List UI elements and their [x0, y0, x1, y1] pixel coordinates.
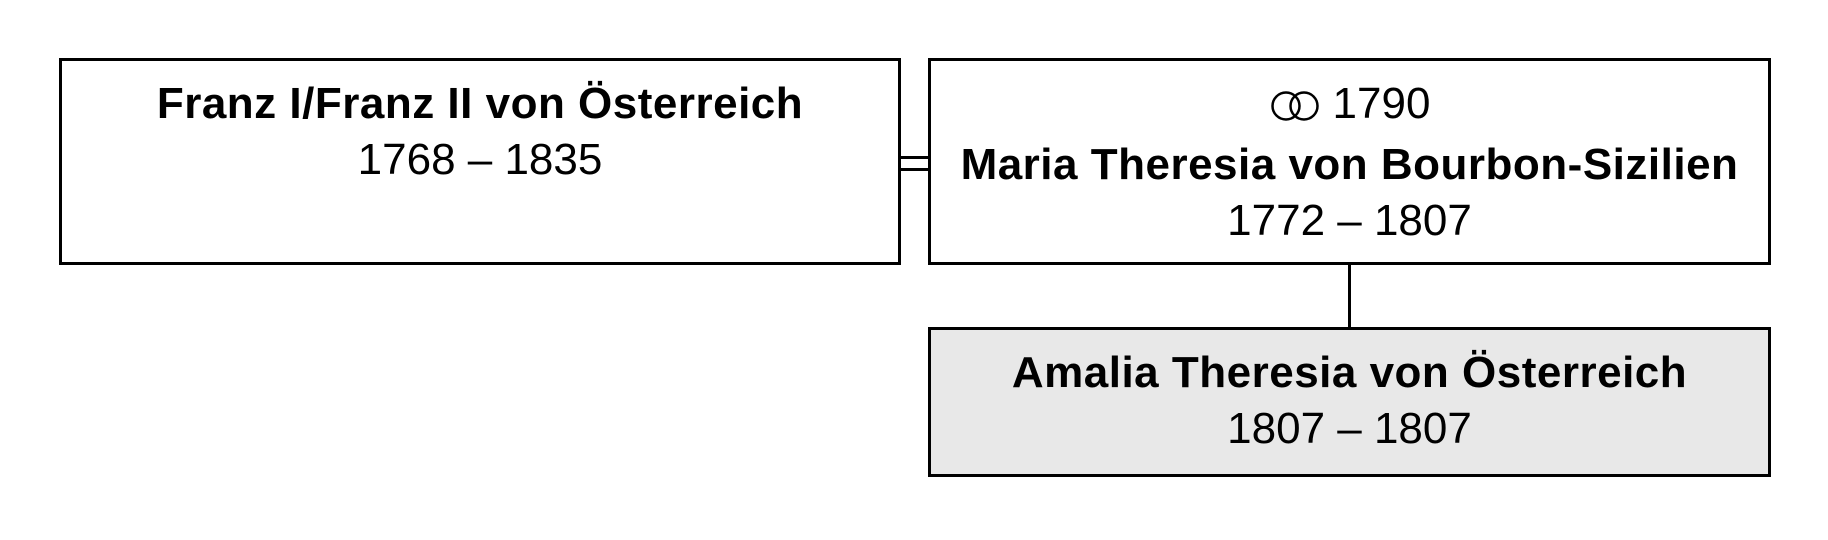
- descent-connector-line: [1348, 265, 1351, 327]
- person-dates: 1772 – 1807: [1227, 196, 1472, 245]
- person-box-child: Amalia Theresia von Österreich 1807 – 18…: [928, 327, 1771, 477]
- person-dates: 1807 – 1807: [1227, 404, 1472, 453]
- marriage-connector-line: [901, 156, 928, 159]
- person-name: Franz I/Franz II von Österreich: [156, 79, 804, 128]
- marriage-info: 1790: [931, 76, 1768, 137]
- person-name: Maria Theresia von Bourbon-Sizilien: [960, 140, 1739, 189]
- rings-icon: [1269, 81, 1323, 137]
- marriage-connector-line: [901, 168, 928, 171]
- person-dates: 1768 – 1835: [357, 135, 603, 184]
- marriage-year: 1790: [1332, 79, 1431, 128]
- person-box-spouse: 1790 Maria Theresia von Bourbon-Sizilien…: [928, 58, 1771, 265]
- person-box-father: Franz I/Franz II von Österreich 1768 – 1…: [59, 58, 901, 265]
- person-name: Amalia Theresia von Österreich: [1011, 348, 1688, 397]
